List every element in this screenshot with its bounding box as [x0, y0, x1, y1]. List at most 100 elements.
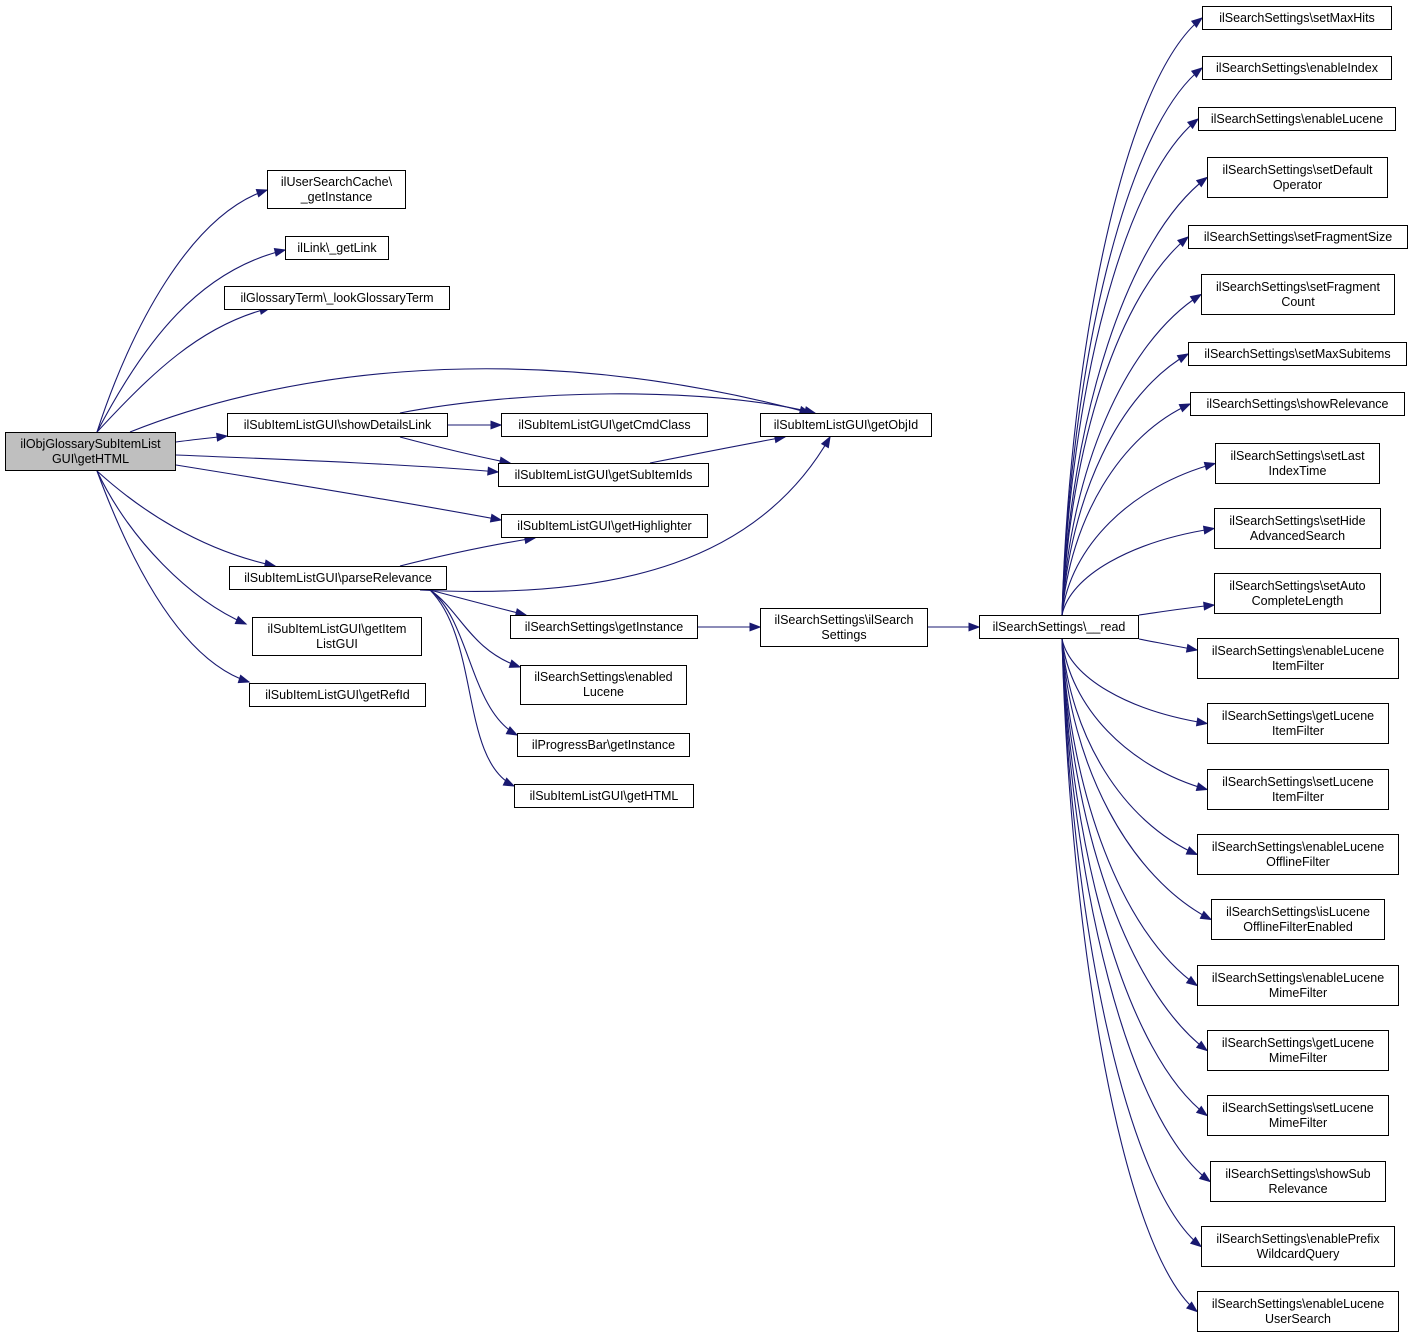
- edge-line: [96, 189, 268, 433]
- node-label: ilSearchSettings\setFragmentSize: [1204, 230, 1392, 245]
- node-label: ilSubItemListGUI\parseRelevance: [244, 571, 432, 586]
- node-label-line: ilSearchSettings\setLast: [1230, 448, 1365, 463]
- arrowhead-icon: [1190, 67, 1204, 79]
- node-label-line: MimeFilter: [1268, 985, 1328, 1000]
- node-label-line: ilSearchSettings\enableLucene: [1211, 970, 1385, 985]
- node-r5[interactable]: ilSearchSettings\setFragmentSize: [1188, 225, 1408, 249]
- arrowhead-icon: [1185, 846, 1199, 856]
- edge-read-to-r15: [1061, 638, 1199, 856]
- arrowhead-icon: [749, 622, 762, 632]
- node-r3[interactable]: ilSearchSettings\enableLucene: [1198, 107, 1396, 131]
- arrowhead-icon: [489, 513, 503, 523]
- node-label-line: ilSearchSettings\enableIndex: [1216, 60, 1378, 75]
- arrowhead-icon: [1190, 17, 1204, 29]
- edge-line: [1061, 118, 1199, 616]
- node-label: ilLink\_getLink: [297, 241, 376, 256]
- node-pb[interactable]: ilProgressBar\getInstance: [517, 733, 690, 757]
- arrowhead-icon: [273, 248, 287, 257]
- node-label: ilGlossaryTerm\_lookGlossaryTerm: [240, 291, 433, 306]
- node-gloss[interactable]: ilGlossaryTerm\_lookGlossaryTerm: [224, 286, 450, 310]
- node-objid[interactable]: ilSubItemListGUI\getObjId: [760, 413, 932, 437]
- node-cmd[interactable]: ilSubItemListGUI\getCmdClass: [501, 413, 708, 437]
- node-sdl[interactable]: ilSubItemListGUI\showDetailsLink: [227, 413, 448, 437]
- node-r8[interactable]: ilSearchSettings\showRelevance: [1190, 392, 1405, 416]
- edge-root-to-refid: [96, 470, 251, 684]
- edge-line: [1061, 294, 1202, 616]
- arrowhead-icon: [1176, 353, 1190, 364]
- node-label-line: WildcardQuery: [1256, 1246, 1340, 1261]
- node-label: ilSubItemListGUI\showDetailsLink: [244, 418, 432, 433]
- edge-line: [1061, 353, 1189, 616]
- arrowhead-icon: [1195, 717, 1209, 727]
- edge-line: [1061, 403, 1191, 616]
- arrowhead-icon: [255, 188, 269, 198]
- node-label: ilSubItemListGUI\getHTML: [530, 789, 679, 804]
- arrowhead-icon: [508, 659, 522, 668]
- edge-read-to-r7: [1061, 353, 1190, 616]
- node-label-line: ilObjGlossarySubItemList: [20, 436, 161, 451]
- node-label-line: ilSearchSettings\ilSearch: [774, 612, 914, 627]
- node-label-line: ilSubItemListGUI\parseRelevance: [244, 570, 432, 585]
- arrowhead-icon: [1186, 118, 1200, 130]
- edge-line: [96, 470, 276, 567]
- edge-read-to-r11: [1138, 601, 1216, 616]
- node-label-line: ilUserSearchCache\: [280, 174, 393, 189]
- node-sghtml[interactable]: ilSubItemListGUI\getHTML: [514, 784, 694, 808]
- edge-root-to-link: [96, 248, 287, 433]
- node-r2[interactable]: ilSearchSettings\enableIndex: [1202, 56, 1392, 80]
- edge-read-to-r22: [1061, 638, 1199, 1313]
- node-label-line: ListGUI: [316, 636, 358, 651]
- node-label-line: IndexTime: [1268, 463, 1327, 478]
- node-label-line: ilSubItemListGUI\getCmdClass: [518, 417, 691, 432]
- node-usc[interactable]: ilUserSearchCache\_getInstance: [267, 170, 406, 209]
- edge-read-to-r9: [1061, 461, 1217, 616]
- node-ssgi[interactable]: ilSearchSettings\getInstance: [510, 615, 698, 639]
- node-label-line: OfflineFilter: [1266, 854, 1330, 869]
- node-label: ilSubItemListGUI\getCmdClass: [518, 418, 690, 433]
- arrowhead-icon: [1189, 293, 1203, 304]
- edge-read-to-r10: [1061, 525, 1216, 616]
- node-hl[interactable]: ilSubItemListGUI\getHighlighter: [501, 514, 708, 538]
- node-refid[interactable]: ilSubItemListGUI\getRefId: [249, 683, 426, 707]
- edge-parse-to-ssel: [429, 589, 522, 668]
- node-r7[interactable]: ilSearchSettings\setMaxSubitems: [1188, 342, 1407, 366]
- node-label: ilSearchSettings\setMaxSubitems: [1204, 347, 1390, 362]
- arrowhead-icon: [1185, 975, 1199, 987]
- node-label: ilSearchSettings\showRelevance: [1206, 397, 1388, 412]
- node-read[interactable]: ilSearchSettings\__read: [979, 615, 1139, 639]
- node-link[interactable]: ilLink\_getLink: [285, 236, 389, 260]
- edge-line: [1061, 638, 1211, 1182]
- edge-line: [419, 436, 831, 593]
- node-parse[interactable]: ilSubItemListGUI\parseRelevance: [229, 566, 447, 590]
- arrowhead-icon: [968, 622, 981, 632]
- node-label-line: ilSearchSettings\enabled: [534, 670, 673, 684]
- node-subids[interactable]: ilSubItemListGUI\getSubItemIds: [498, 463, 709, 487]
- node-r1[interactable]: ilSearchSettings\setMaxHits: [1202, 6, 1392, 30]
